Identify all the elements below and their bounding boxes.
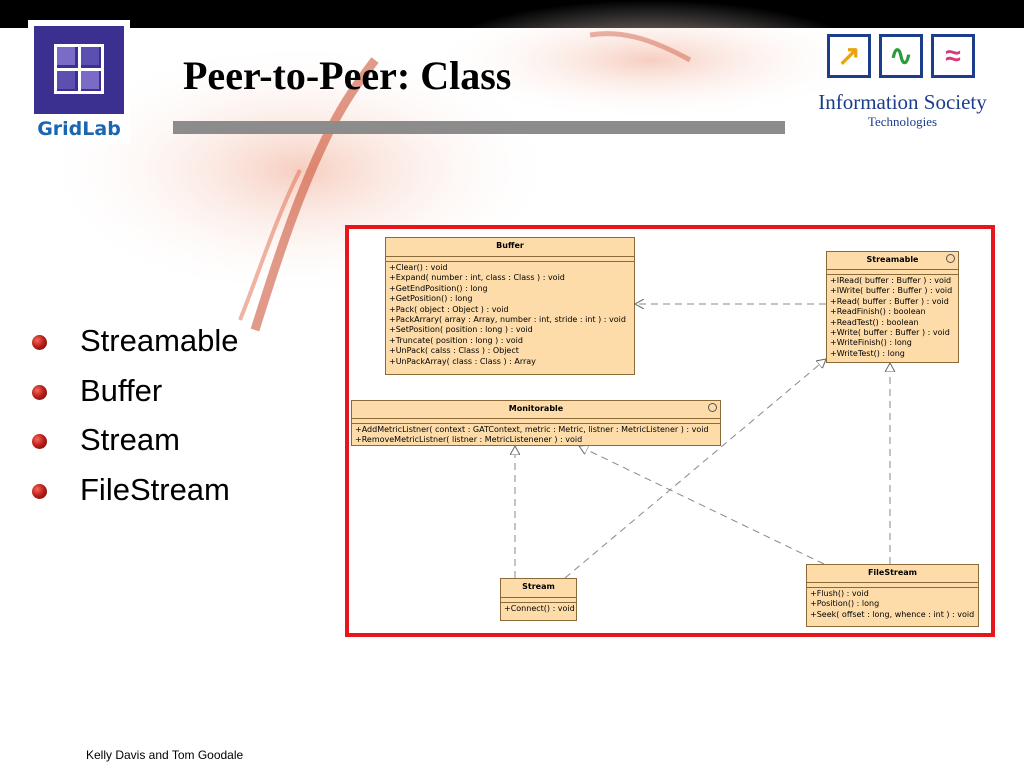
class-stream: Stream +Connect() : void	[500, 578, 577, 621]
ist-logo-subtitle: Technologies	[867, 114, 938, 129]
slide-title: Peer-to-Peer: Class	[183, 53, 512, 98]
class-monitorable: Monitorable +AddMetricListner( context :…	[351, 400, 721, 446]
relation-stream-streamable	[564, 359, 826, 579]
class-monitorable-name: Monitorable	[508, 404, 564, 413]
operation: +Flush() : void	[810, 589, 869, 598]
ist-logo: ↗ ∿ ≈ Information Society Technologies	[805, 30, 1000, 130]
relation-filestream-monitorable	[579, 446, 825, 565]
bullet-list: Streamable Buffer Stream FileStream	[30, 320, 239, 518]
operation: +UnPack( calss : Class ) : Object	[389, 346, 519, 356]
bullet-item: Stream	[30, 419, 239, 469]
operation: +IWrite( buffer : Buffer ) : void	[830, 286, 953, 296]
bullet-item: Buffer	[30, 370, 239, 420]
title-underline	[173, 121, 785, 134]
class-filestream-name: FileStream	[807, 565, 978, 583]
operation: +Clear() : void	[389, 263, 448, 272]
top-bar	[0, 0, 1024, 28]
class-streamable-name: Streamable	[866, 255, 919, 264]
gridlab-logo: GridLab	[28, 20, 130, 144]
bullet-text: Streamable	[80, 323, 239, 358]
uml-relations	[349, 229, 991, 579]
operation: +ReadFinish() : boolean	[830, 307, 926, 317]
operation: +Connect() : void	[504, 604, 575, 613]
operation: +Read( buffer : Buffer ) : void	[830, 296, 949, 306]
bullet-item: FileStream	[30, 469, 239, 519]
uml-diagram: Buffer +Clear() : void +Expand( number :…	[345, 225, 995, 637]
class-buffer-name: Buffer	[386, 238, 634, 257]
gridlab-logo-text: GridLab	[37, 118, 121, 140]
bullet-item: Streamable	[30, 320, 239, 370]
bullet-icon	[32, 483, 47, 499]
operation: +SetPosition( position : long ) : void	[389, 325, 533, 335]
class-filestream: FileStream +Flush() : void +Position() :…	[806, 564, 979, 627]
bullet-text: Buffer	[80, 372, 163, 408]
ist-logo-title: Information Society	[818, 90, 987, 114]
operation: +UnPackArray( class : Class ) : Array	[389, 356, 536, 366]
operation: +GetPosition() : long	[389, 294, 473, 304]
gridlab-emblem	[34, 26, 124, 114]
operation: +WriteFinish() : long	[830, 338, 912, 348]
bullet-icon	[32, 335, 47, 350]
class-streamable: Streamable +IRead( buffer : Buffer ) : v…	[826, 251, 959, 363]
class-stream-name: Stream	[501, 579, 576, 598]
interface-icon	[946, 254, 955, 263]
wave-icon: ≈	[931, 34, 975, 78]
interface-icon	[708, 403, 717, 412]
class-buffer: Buffer +Clear() : void +Expand( number :…	[385, 237, 635, 375]
operation: +Position() : long	[810, 599, 880, 609]
operation: +PackArrary( array : Array, number : int…	[389, 315, 626, 325]
arrow-icon: ↗	[827, 34, 871, 78]
operation: +GetEndPosition() : long	[389, 283, 488, 293]
bullet-icon	[32, 434, 47, 449]
operation: +WriteTest() : long	[830, 348, 905, 358]
bullet-text: FileStream	[80, 471, 230, 507]
footer-authors: Kelly Davis and Tom Goodale	[86, 748, 244, 762]
operation: +Pack( object : Object ) : void	[389, 304, 509, 314]
operation: +RemoveMetricListner( listner : MetricLi…	[355, 435, 583, 445]
operation: +Truncate( position : long ) : void	[389, 335, 523, 345]
operation: +Write( buffer : Buffer ) : void	[830, 328, 950, 338]
operation: +ReadTest() : boolean	[830, 317, 919, 327]
operation: +Expand( number : int, class : Class ) :…	[389, 273, 565, 283]
operation: +IRead( buffer : Buffer ) : void	[830, 276, 952, 285]
bullet-text: Stream	[80, 422, 180, 457]
zigzag-icon: ∿	[879, 34, 923, 78]
operation: +AddMetricListner( context : GATContext,…	[355, 425, 709, 434]
bullet-icon	[32, 384, 47, 400]
operation: +Seek( offset : long, whence : int ) : v…	[810, 609, 975, 619]
